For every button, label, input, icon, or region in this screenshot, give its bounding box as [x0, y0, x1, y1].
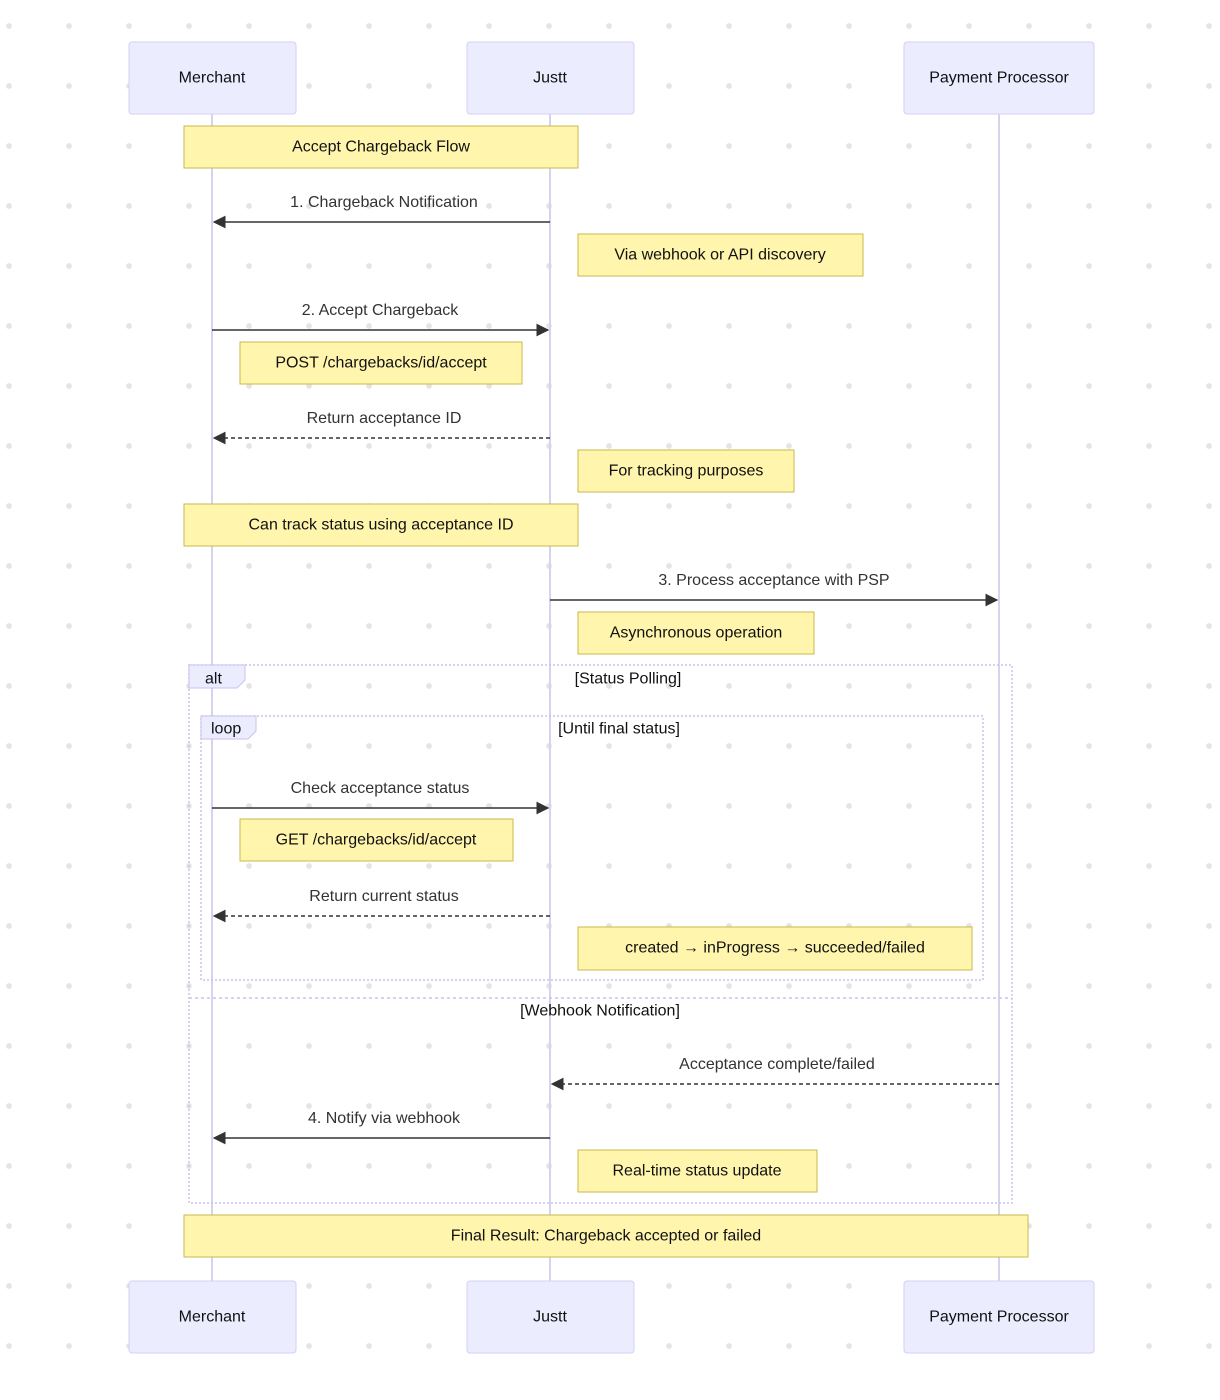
note-webhook-or-api: Via webhook or API discovery — [577, 233, 864, 277]
participant-justt-top: Justt — [466, 41, 635, 115]
note-async: Asynchronous operation — [577, 611, 815, 655]
note-final-result-text: Final Result: Chargeback accepted or fai… — [451, 1228, 761, 1245]
participant-justt-bottom: Justt — [466, 1280, 635, 1354]
note-final-result: Final Result: Chargeback accepted or fai… — [183, 1214, 1029, 1258]
message-accept-chargeback: 2. Accept Chargeback — [212, 302, 550, 337]
note-get-accept-text: GET /chargebacks/id/accept — [276, 832, 477, 849]
note-tracking: For tracking purposes — [577, 449, 795, 493]
note-accept-flow-text: Accept Chargeback Flow — [292, 139, 470, 156]
message-chargeback-notification-label: 1. Chargeback Notification — [290, 194, 478, 211]
note-webhook-or-api-text: Via webhook or API discovery — [614, 247, 825, 264]
participant-merchant-bottom-label: Merchant — [179, 1309, 246, 1326]
participant-merchant-label: Merchant — [179, 70, 246, 87]
note-post-accept: POST /chargebacks/id/accept — [239, 341, 523, 385]
alt-else-condition: [Webhook Notification] — [520, 1003, 680, 1020]
note-post-accept-text: POST /chargebacks/id/accept — [275, 355, 487, 372]
note-track-status-text: Can track status using acceptance ID — [248, 517, 513, 534]
message-acceptance-complete-label: Acceptance complete/failed — [679, 1056, 875, 1073]
participant-justt-bottom-label: Justt — [533, 1309, 567, 1326]
note-track-status: Can track status using acceptance ID — [183, 503, 579, 547]
note-realtime-text: Real-time status update — [613, 1163, 782, 1180]
message-check-status: Check acceptance status — [212, 780, 550, 815]
note-status-chain-text: created → inProgress → succeeded/failed — [625, 940, 925, 957]
message-accept-chargeback-label: 2. Accept Chargeback — [302, 302, 460, 319]
note-get-accept: GET /chargebacks/id/accept — [239, 818, 514, 862]
message-return-current-status-label: Return current status — [309, 888, 458, 905]
loop-condition: [Until final status] — [558, 721, 680, 738]
message-acceptance-complete: Acceptance complete/failed — [550, 1056, 999, 1091]
note-realtime: Real-time status update — [577, 1149, 818, 1193]
note-tracking-text: For tracking purposes — [609, 463, 764, 480]
note-accept-flow: Accept Chargeback Flow — [183, 125, 579, 169]
loop-frame: loop [Until final status] — [200, 715, 984, 981]
participant-processor-bottom: Payment Processor — [903, 1280, 1095, 1354]
message-process-acceptance-label: 3. Process acceptance with PSP — [658, 572, 889, 589]
participant-processor-bottom-label: Payment Processor — [929, 1309, 1069, 1326]
loop-frame-label: loop — [211, 721, 241, 738]
message-check-status-label: Check acceptance status — [291, 780, 470, 797]
message-return-current-status: Return current status — [212, 888, 550, 923]
message-notify-webhook-label: 4. Notify via webhook — [308, 1110, 461, 1127]
note-async-text: Asynchronous operation — [610, 625, 783, 642]
alt-condition: [Status Polling] — [575, 671, 682, 688]
alt-frame: alt [Status Polling] [Webhook Notificati… — [188, 664, 1013, 1204]
note-status-chain: created → inProgress → succeeded/failed — [577, 926, 973, 971]
message-return-acceptance-id-label: Return acceptance ID — [307, 410, 462, 427]
participant-merchant-bottom: Merchant — [128, 1280, 297, 1354]
participant-processor-label: Payment Processor — [929, 70, 1069, 87]
participant-processor-top: Payment Processor — [903, 41, 1095, 115]
message-chargeback-notification: 1. Chargeback Notification — [212, 194, 550, 229]
participant-justt-label: Justt — [533, 70, 567, 87]
message-notify-webhook: 4. Notify via webhook — [212, 1110, 550, 1145]
message-return-acceptance-id: Return acceptance ID — [212, 410, 550, 445]
participant-merchant-top: Merchant — [128, 41, 297, 115]
message-process-acceptance: 3. Process acceptance with PSP — [550, 572, 999, 607]
alt-frame-label: alt — [205, 671, 222, 688]
